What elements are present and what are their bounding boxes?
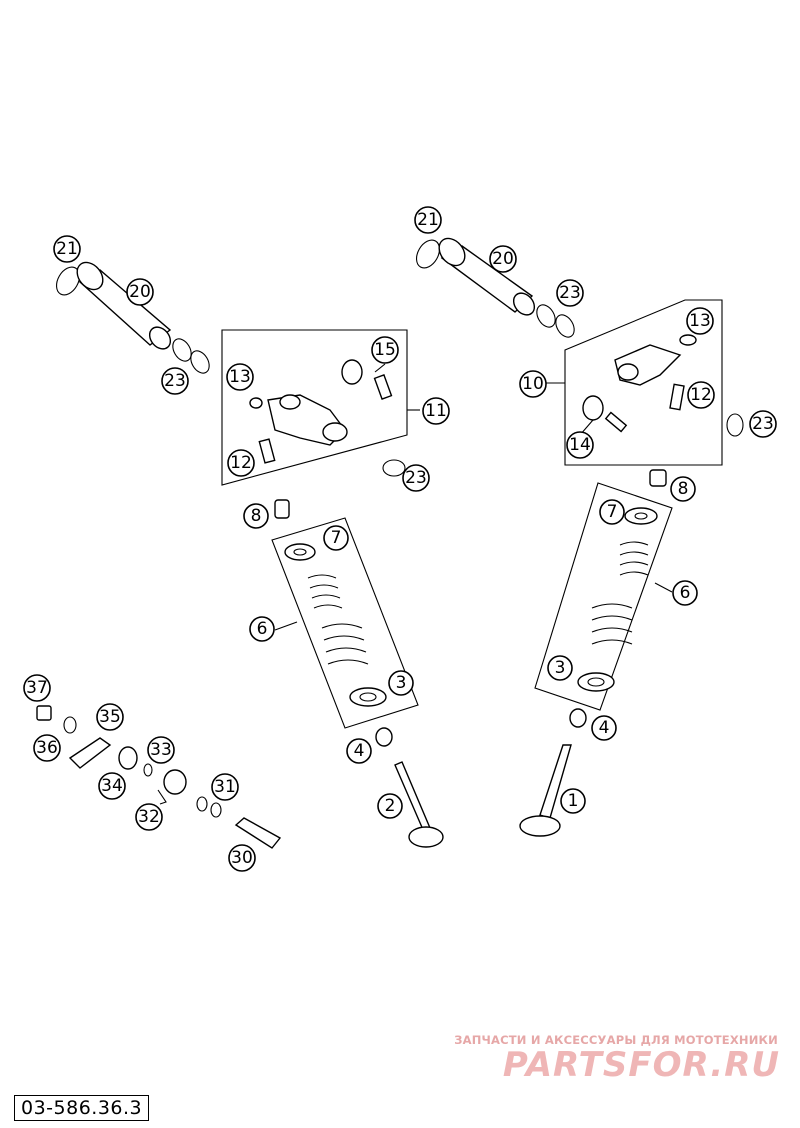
- callout-7-right: 7: [599, 499, 625, 525]
- callout-36: 36: [33, 734, 61, 762]
- valve-seal-left: [375, 727, 393, 747]
- svg-text:34: 34: [101, 776, 123, 796]
- callout-23-3: 23: [402, 464, 430, 492]
- svg-text:20: 20: [129, 282, 151, 302]
- callout-12-left: 12: [227, 449, 255, 477]
- rocker-shaft-left: [55, 261, 210, 374]
- callout-37: 37: [23, 674, 51, 702]
- svg-text:23: 23: [752, 414, 774, 434]
- svg-text:35: 35: [99, 707, 121, 727]
- svg-text:11: 11: [425, 401, 447, 421]
- callout-2: 2: [377, 793, 403, 819]
- callout-35: 35: [96, 703, 124, 731]
- svg-text:23: 23: [164, 371, 186, 391]
- svg-text:32: 32: [138, 807, 160, 827]
- diagram-reference-code: 03-586.36.3: [14, 1095, 150, 1121]
- svg-text:4: 4: [354, 741, 365, 761]
- callout-20-right: 20: [489, 245, 517, 273]
- watermark-tagline: ЗАПЧАСТИ И АКСЕССУАРЫ ДЛЯ МОТОТЕХНИКИ: [454, 1033, 778, 1047]
- svg-text:21: 21: [56, 239, 78, 259]
- callout-6-right: 6: [672, 580, 698, 606]
- svg-text:7: 7: [607, 502, 618, 522]
- callout-23-4: 23: [749, 410, 777, 438]
- callout-23-2: 23: [556, 279, 584, 307]
- svg-text:33: 33: [150, 740, 172, 760]
- svg-text:30: 30: [231, 848, 253, 868]
- svg-text:8: 8: [678, 479, 689, 499]
- decompressor-parts: [36, 705, 282, 849]
- rocker-shaft-right: [415, 237, 575, 338]
- callout-6-left: 6: [249, 616, 275, 642]
- valve-spring-assembly-right: [534, 469, 673, 711]
- callout-4-right: 4: [591, 715, 617, 741]
- svg-text:13: 13: [689, 311, 711, 331]
- callout-23-1: 23: [161, 367, 189, 395]
- svg-text:8: 8: [251, 506, 262, 526]
- rocker-arm-assembly-left: [221, 329, 408, 486]
- valve-seal-right: [569, 708, 587, 728]
- watermark-logo: PARTSFOR.RU: [502, 1045, 780, 1085]
- svg-text:15: 15: [374, 340, 396, 360]
- svg-text:14: 14: [569, 435, 591, 455]
- callout-10: 10: [519, 370, 547, 398]
- callout-1: 1: [560, 788, 586, 814]
- callout-21-left: 21: [53, 235, 81, 263]
- svg-text:23: 23: [405, 468, 427, 488]
- callout-14: 14: [566, 431, 594, 459]
- callout-4-left: 4: [346, 738, 372, 764]
- callout-8-left: 8: [243, 503, 269, 529]
- svg-text:10: 10: [522, 374, 544, 394]
- callout-13-left: 13: [226, 363, 254, 391]
- valve-spring-assembly-left: [271, 499, 419, 729]
- svg-text:3: 3: [555, 658, 566, 678]
- callout-8-right: 8: [670, 476, 696, 502]
- callout-15: 15: [371, 336, 399, 364]
- svg-text:13: 13: [229, 367, 251, 387]
- callout-13-right: 13: [686, 307, 714, 335]
- svg-text:1: 1: [568, 791, 579, 811]
- callout-3-right: 3: [547, 655, 573, 681]
- svg-text:3: 3: [396, 673, 407, 693]
- svg-text:21: 21: [417, 210, 439, 230]
- callout-11: 11: [422, 397, 450, 425]
- svg-text:6: 6: [257, 619, 268, 639]
- svg-text:6: 6: [680, 583, 691, 603]
- svg-text:12: 12: [690, 385, 712, 405]
- callout-7-left: 7: [323, 525, 349, 551]
- callout-30: 30: [228, 844, 256, 872]
- callout-3-left: 3: [388, 670, 414, 696]
- svg-text:7: 7: [331, 528, 342, 548]
- callout-32: 32: [135, 803, 163, 831]
- svg-text:36: 36: [36, 738, 58, 758]
- svg-text:20: 20: [492, 249, 514, 269]
- callout-33: 33: [147, 736, 175, 764]
- svg-text:4: 4: [599, 718, 610, 738]
- svg-text:2: 2: [385, 796, 396, 816]
- callout-21-right: 21: [414, 206, 442, 234]
- callout-34: 34: [98, 772, 126, 800]
- svg-text:37: 37: [26, 678, 48, 698]
- leader-lines: [274, 363, 673, 631]
- callout-12-right: 12: [687, 381, 715, 409]
- intake-valve: [519, 744, 572, 837]
- exhaust-valve: [394, 761, 444, 848]
- callout-20-left: 20: [126, 278, 154, 306]
- svg-text:31: 31: [214, 777, 236, 797]
- svg-text:23: 23: [559, 283, 581, 303]
- callout-31: 31: [211, 773, 239, 801]
- rocker-arm-assembly-right: [564, 299, 744, 466]
- svg-text:12: 12: [230, 453, 252, 473]
